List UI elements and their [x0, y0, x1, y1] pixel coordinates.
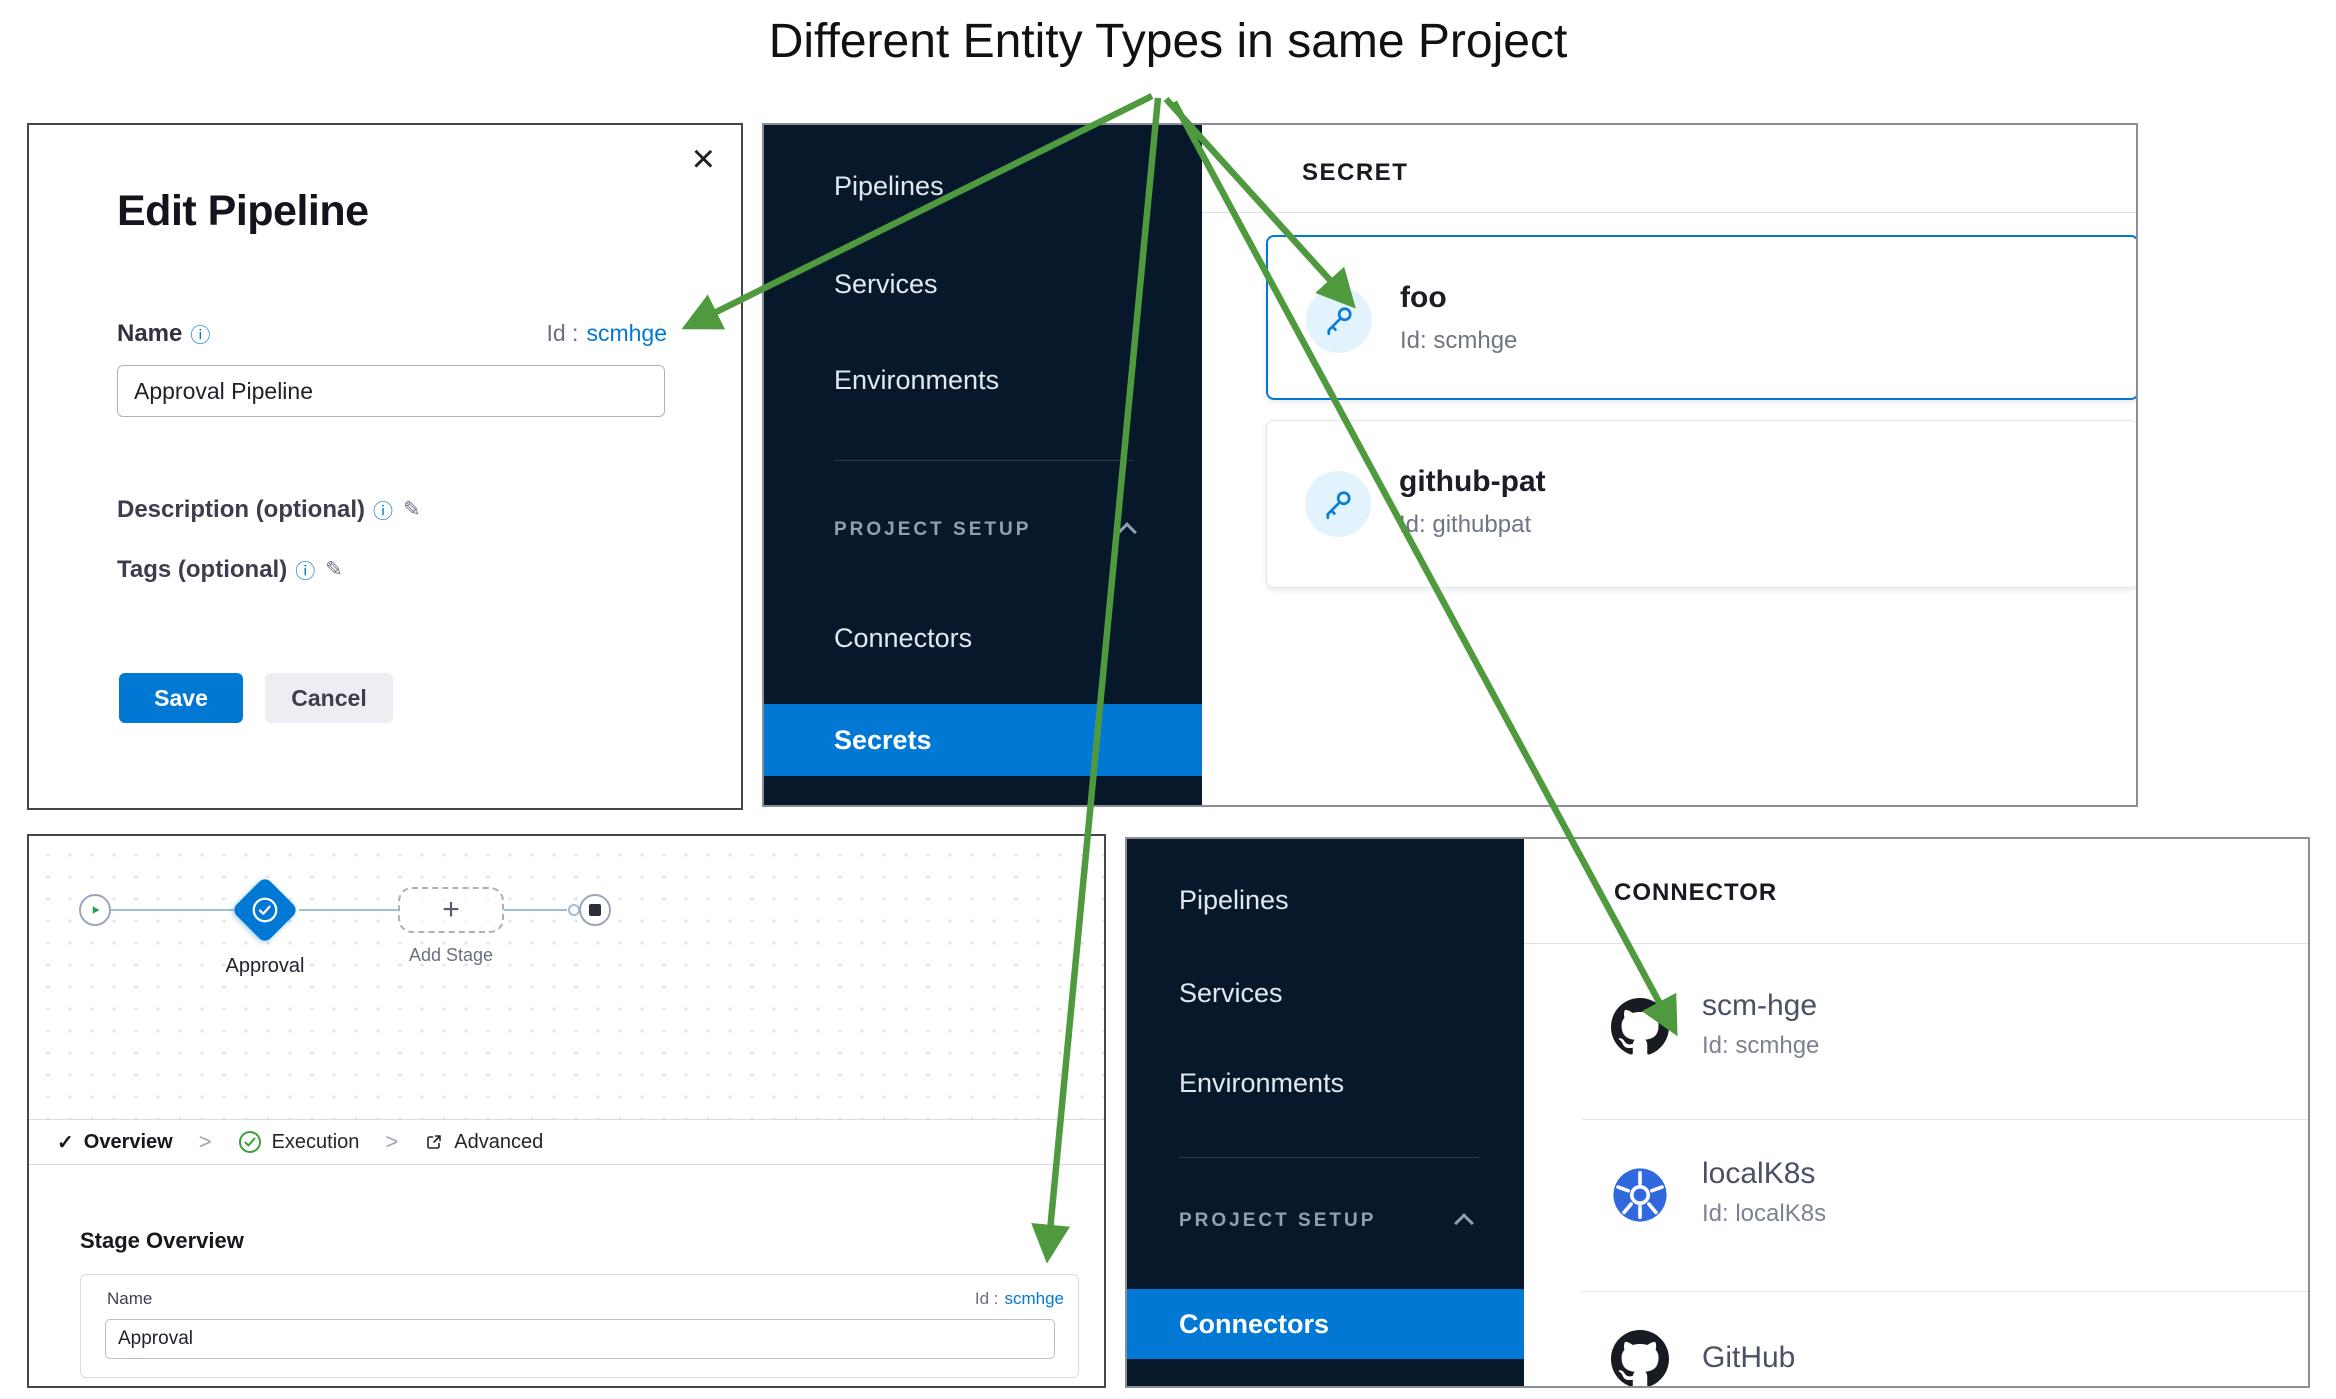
- connector-name: scm-hge: [1702, 989, 1818, 1022]
- info-icon[interactable]: ⓘ: [373, 501, 393, 523]
- add-stage-label: Add Stage: [408, 945, 494, 965]
- tab-execution[interactable]: Execution: [238, 1130, 359, 1154]
- secret-card-github-pat[interactable]: github-pat Id: githubpat: [1266, 420, 2136, 588]
- connector-name: localK8s: [1702, 1157, 1816, 1190]
- stage-name-row: Name Id : scmhge: [107, 1289, 1064, 1309]
- connectors-content: CONNECTOR scm-hge Id: scmhge lo: [1524, 839, 2308, 1386]
- approval-stage-node[interactable]: [231, 876, 299, 944]
- stage-overview-heading: Stage Overview: [80, 1228, 244, 1253]
- stage-name-label: Name: [107, 1289, 153, 1308]
- key-icon: [1305, 471, 1371, 537]
- info-icon[interactable]: ⓘ: [295, 561, 316, 583]
- github-icon: [1610, 1329, 1670, 1386]
- advanced-icon: [424, 1132, 444, 1152]
- pipeline-canvas: Approval + Add Stage: [29, 836, 1104, 1119]
- tags-label: Tags (optional): [117, 555, 288, 583]
- connectors-heading: CONNECTOR: [1614, 879, 1778, 906]
- info-icon[interactable]: ⓘ: [190, 325, 211, 347]
- tab-advanced[interactable]: Advanced: [424, 1131, 543, 1154]
- project-setup-section[interactable]: PROJECT SETUP: [834, 519, 1032, 540]
- stage-id-label: Id :: [974, 1289, 999, 1308]
- approval-check-icon: [250, 895, 280, 925]
- secret-card-foo[interactable]: foo Id: scmhge: [1266, 235, 2136, 400]
- execution-check-icon: [238, 1130, 262, 1154]
- dialog-buttons: Save Cancel: [119, 673, 393, 723]
- chevron-right-icon: >: [198, 1129, 212, 1154]
- dialog-title: Edit Pipeline: [117, 187, 369, 235]
- description-label: Description (optional): [117, 495, 365, 523]
- chevron-up-icon[interactable]: [1454, 1213, 1474, 1233]
- sidebar-item-connectors-active[interactable]: Connectors: [1127, 1289, 1524, 1359]
- edit-pipeline-dialog: × Edit Pipeline Name ⓘ Id : scmhge Descr…: [27, 123, 743, 810]
- secrets-content: SECRET foo Id: scmhge github-pat Id: git…: [1202, 125, 2136, 805]
- pipeline-end-node[interactable]: [579, 894, 611, 926]
- secret-name: github-pat: [1399, 465, 1546, 498]
- add-stage-button[interactable]: +: [398, 887, 504, 933]
- save-button[interactable]: Save: [119, 673, 243, 723]
- connector-id: Id: scmhge: [1702, 1032, 1820, 1059]
- pipeline-edge: [299, 909, 398, 911]
- chevron-up-icon[interactable]: [1117, 522, 1137, 542]
- sidebar-divider: [834, 460, 1134, 461]
- kubernetes-icon: [1610, 1165, 1670, 1225]
- connector-id: Id: localK8s: [1702, 1200, 1827, 1227]
- pipeline-id-link[interactable]: scmhge: [586, 320, 667, 346]
- sidebar-item-pipelines[interactable]: Pipelines: [1179, 885, 1289, 915]
- edit-pencil-icon[interactable]: ✎: [403, 498, 421, 521]
- secret-id: Id: scmhge: [1400, 327, 1518, 354]
- chevron-right-icon: >: [385, 1129, 399, 1154]
- list-divider: [1582, 1119, 2308, 1120]
- github-icon: [1610, 997, 1670, 1057]
- project-sidebar: Pipelines Services Environments PROJECT …: [764, 125, 1202, 805]
- pipeline-name-input[interactable]: [117, 365, 665, 417]
- check-icon: ✓: [57, 1131, 74, 1154]
- close-icon[interactable]: ×: [691, 137, 715, 181]
- connectors-page: Pipelines Services Environments PROJECT …: [1125, 837, 2310, 1388]
- connectors-header: CONNECTOR: [1524, 839, 2308, 944]
- stage-tabs: ✓ Overview > Execution > Advanced: [29, 1119, 1104, 1165]
- page-title: Different Entity Types in same Project: [768, 15, 1568, 68]
- play-icon: [92, 906, 100, 914]
- pipeline-id-label: Id :: [546, 320, 579, 346]
- stage-name-input[interactable]: [105, 1319, 1055, 1359]
- stop-icon: [589, 904, 601, 916]
- edit-pencil-icon[interactable]: ✎: [325, 558, 343, 581]
- sidebar-item-environments[interactable]: Environments: [1179, 1068, 1345, 1098]
- name-field-row: Name ⓘ Id : scmhge: [117, 319, 667, 348]
- sidebar-item-connectors[interactable]: Connectors: [834, 623, 973, 653]
- sidebar-item-services[interactable]: Services: [1179, 978, 1283, 1008]
- tags-row: Tags (optional) ⓘ ✎: [117, 555, 343, 584]
- name-label: Name: [117, 319, 183, 347]
- secrets-heading: SECRET: [1302, 159, 1409, 186]
- stage-id-link[interactable]: scmhge: [1004, 1289, 1064, 1308]
- project-setup-section[interactable]: PROJECT SETUP: [1179, 1210, 1377, 1231]
- tab-overview[interactable]: ✓ Overview: [57, 1130, 173, 1154]
- sidebar-item-pipelines[interactable]: Pipelines: [834, 171, 944, 201]
- connector-name: GitHub: [1702, 1341, 1796, 1374]
- stage-editor-panel: Approval + Add Stage ✓ Overview > Execut…: [27, 834, 1106, 1388]
- stage-overview-box: Name Id : scmhge: [80, 1274, 1079, 1378]
- cancel-button[interactable]: Cancel: [265, 673, 393, 723]
- key-icon: [1306, 287, 1372, 353]
- pipeline-edge: [504, 909, 567, 911]
- sidebar-item-environments[interactable]: Environments: [834, 365, 1000, 395]
- sidebar-item-secrets-active[interactable]: Secrets: [764, 704, 1202, 776]
- secret-id: Id: githubpat: [1399, 511, 1532, 538]
- secrets-page: Pipelines Services Environments PROJECT …: [762, 123, 2138, 807]
- secrets-header: SECRET: [1202, 125, 2136, 213]
- sidebar-item-services[interactable]: Services: [834, 269, 938, 299]
- secret-name: foo: [1400, 281, 1447, 314]
- sidebar-divider: [1179, 1157, 1479, 1158]
- pipeline-edge: [111, 909, 234, 911]
- project-sidebar: Pipelines Services Environments PROJECT …: [1127, 839, 1524, 1386]
- list-divider: [1582, 1291, 2308, 1292]
- description-row: Description (optional) ⓘ ✎: [117, 495, 421, 524]
- approval-stage-label: Approval: [225, 955, 305, 977]
- pipeline-start-node[interactable]: [79, 894, 111, 926]
